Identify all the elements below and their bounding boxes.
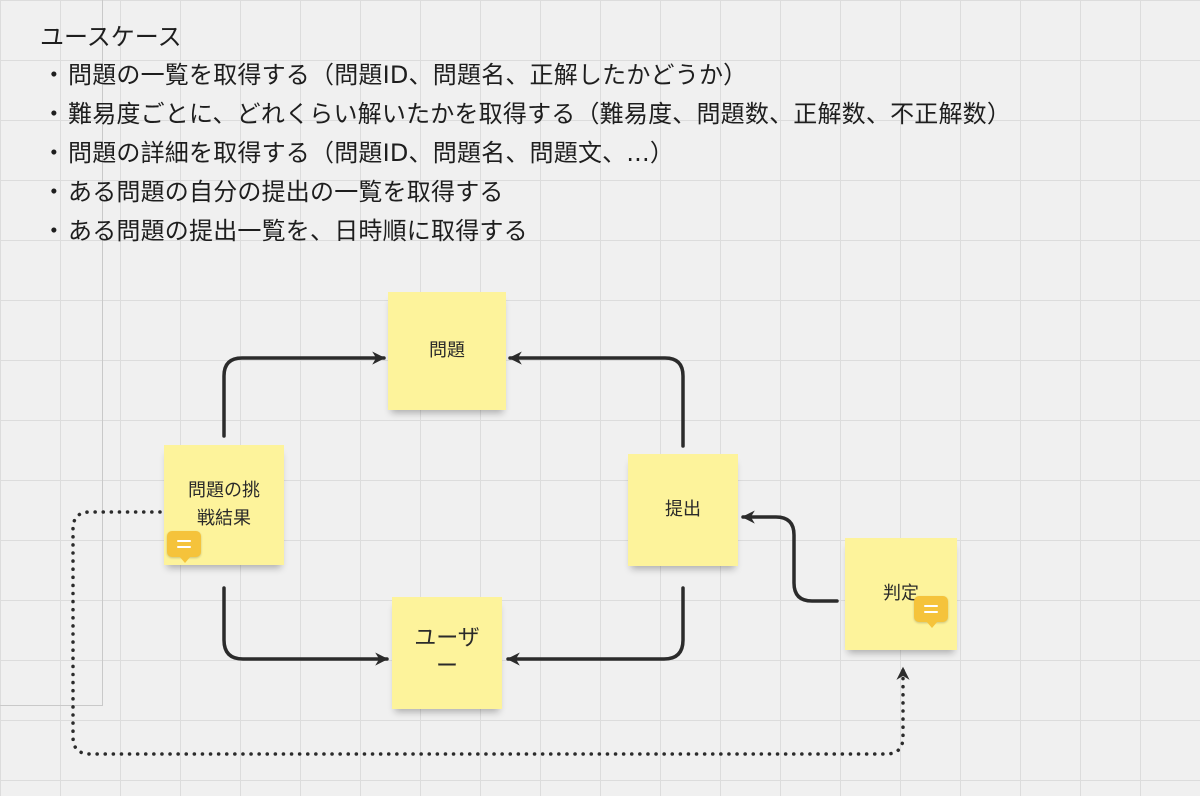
sticky-note-label: 判定 — [883, 583, 919, 604]
comment-icon[interactable] — [914, 596, 948, 628]
usecase-title: ユースケース — [40, 23, 182, 51]
usecase-text: 問題の一覧を取得する（問題ID、問題名、正解したかどうか） — [68, 61, 748, 89]
comment-icon-line — [177, 540, 191, 542]
sticky-note-mondai[interactable]: 問題 — [388, 292, 506, 410]
sticky-note-label-line2: 戦結果 — [197, 508, 251, 529]
sticky-note-submission[interactable]: 提出 — [628, 454, 738, 566]
comment-icon-line — [924, 605, 938, 607]
sticky-note-challenge-result[interactable]: 問題の挑戦結果 — [164, 445, 284, 565]
usecase-item-list-problems: ・問題の一覧を取得する（問題ID、問題名、正解したかどうか） — [40, 56, 1180, 95]
usecase-text: ある問題の提出一覧を、日時順に取得する — [68, 217, 528, 245]
usecase-text: ある問題の自分の提出の一覧を取得する — [68, 178, 504, 206]
usecase-item-difficulty-stats: ・難易度ごとに、どれくらい解いたかを取得する（難易度、問題数、正解数、不正解数） — [40, 95, 1180, 134]
usecase-text: 難易度ごとに、どれくらい解いたかを取得する（難易度、問題数、正解数、不正解数） — [68, 100, 1012, 128]
connector-submit-to-user[interactable] — [506, 586, 685, 666]
comment-icon[interactable] — [167, 531, 201, 563]
sticky-note-label: 提出 — [665, 499, 701, 520]
connector-result-to-user[interactable] — [222, 586, 389, 666]
usecase-text: 問題の詳細を取得する（問題ID、問題名、問題文、...） — [68, 139, 675, 167]
usecase-item-submissions-by-date: ・ある問題の提出一覧を、日時順に取得する — [40, 212, 1180, 251]
connector-judge-to-submit[interactable] — [741, 510, 839, 603]
bullet: ・ — [41, 61, 67, 89]
connector-submit-to-mondai[interactable] — [508, 351, 685, 448]
comment-icon-line — [177, 546, 191, 548]
bullet: ・ — [41, 178, 67, 206]
connector-result-to-mondai[interactable] — [222, 351, 386, 438]
comment-icon-line — [924, 611, 938, 613]
usecase-text-block[interactable]: ユースケース ・問題の一覧を取得する（問題ID、問題名、正解したかどうか） ・難… — [40, 18, 1180, 251]
sticky-note-label-line1: 問題の挑 — [188, 480, 260, 501]
frame-outline — [0, 0, 103, 706]
bullet: ・ — [41, 100, 67, 128]
usecase-item-my-submissions: ・ある問題の自分の提出の一覧を取得する — [40, 173, 1180, 212]
sticky-note-user[interactable]: ユーザー — [392, 597, 502, 709]
bullet: ・ — [41, 217, 67, 245]
sticky-note-label: 問題 — [429, 340, 465, 361]
usecase-list: ・問題の一覧を取得する（問題ID、問題名、正解したかどうか） ・難易度ごとに、ど… — [40, 56, 1180, 251]
usecase-item-problem-detail: ・問題の詳細を取得する（問題ID、問題名、問題文、...） — [40, 134, 1180, 173]
sticky-note-judgement[interactable]: 判定 — [845, 538, 957, 650]
bullet: ・ — [41, 139, 67, 167]
sticky-note-label: ユーザー — [414, 626, 480, 679]
sticky-note-label: 問題の挑戦結果 — [178, 477, 270, 533]
